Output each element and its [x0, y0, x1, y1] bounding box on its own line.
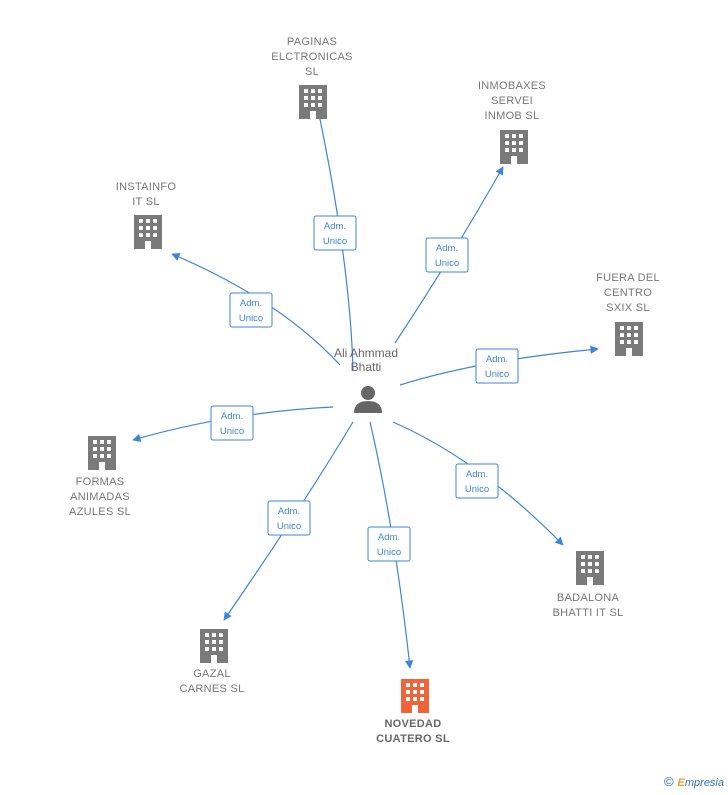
building-icon	[500, 130, 528, 164]
building-icon	[88, 436, 116, 470]
company-label-line: FORMAS	[76, 476, 125, 488]
company-node-formas[interactable]: FORMAS ANIMADAS AZULES SL	[69, 436, 131, 518]
role-box	[210, 405, 254, 441]
role-badge-fuera[interactable]: Adm. Unico	[475, 348, 519, 384]
copyright-symbol: ©	[663, 774, 674, 789]
person-name-line: Ali Ahmmad	[334, 346, 398, 360]
role-text: Unico	[220, 426, 244, 437]
building-icon	[200, 629, 228, 663]
role-badge-formas[interactable]: Adm. Unico	[210, 405, 254, 441]
company-label-line: ELCTRONICAS	[271, 51, 353, 63]
role-text: Adm.	[378, 532, 400, 543]
role-text: Adm.	[466, 469, 488, 480]
role-badge-inmobaxes[interactable]: Adm. Unico	[425, 237, 469, 273]
role-text: Unico	[277, 521, 301, 532]
company-label-line: INSTAINFO	[116, 181, 177, 193]
company-label-line: CUATERO SL	[376, 733, 450, 745]
building-icon	[401, 679, 429, 713]
role-text: Unico	[485, 369, 509, 380]
company-node-novedad[interactable]: NOVEDAD CUATERO SL	[376, 679, 450, 745]
company-node-instainfo[interactable]: INSTAINFO IT SL	[116, 181, 177, 249]
company-label-line: NOVEDAD	[384, 718, 441, 730]
company-label-line: SERVEI	[491, 95, 533, 107]
role-text: Adm.	[324, 221, 346, 232]
person-icon	[354, 386, 382, 413]
brand-name: mpresia	[684, 777, 724, 789]
role-box	[313, 215, 357, 251]
company-label-line: GAZAL	[193, 668, 231, 680]
role-text: Unico	[323, 236, 347, 247]
role-text: Adm.	[221, 411, 243, 422]
role-text: Unico	[239, 313, 263, 324]
role-box	[267, 500, 311, 536]
company-label-line: PAGINAS	[287, 36, 337, 48]
company-label-line: SL	[305, 66, 319, 78]
building-icon	[615, 322, 643, 356]
company-label-line: ANIMADAS	[70, 491, 130, 503]
building-icon	[134, 215, 162, 249]
role-text: Adm.	[486, 354, 508, 365]
company-node-badalona[interactable]: BADALONA BHATTI IT SL	[552, 551, 623, 619]
role-badge-gazal[interactable]: Adm. Unico	[267, 500, 311, 536]
person-name-line: Bhatti	[351, 360, 382, 374]
company-node-gazal[interactable]: GAZAL CARNES SL	[179, 629, 244, 695]
company-label-line: INMOBAXES	[478, 80, 546, 92]
company-label-line: CENTRO	[604, 287, 652, 299]
company-label-line: IT SL	[132, 196, 160, 208]
role-box	[475, 348, 519, 384]
role-box	[367, 526, 411, 562]
building-icon	[576, 551, 604, 585]
role-text: Adm.	[240, 298, 262, 309]
brand-initial: E	[677, 777, 685, 789]
role-badge-badalona[interactable]: Adm. Unico	[455, 463, 499, 499]
footer-brand: ©Empresia	[664, 774, 724, 789]
role-box	[425, 237, 469, 273]
role-box	[455, 463, 499, 499]
building-icon	[299, 85, 327, 119]
role-text: Unico	[465, 484, 489, 495]
role-badge-novedad[interactable]: Adm. Unico	[367, 526, 411, 562]
role-text: Unico	[435, 258, 459, 269]
company-label-line: SXIX SL	[606, 302, 650, 314]
company-node-inmobaxes[interactable]: INMOBAXES SERVEI INMOB SL	[478, 80, 546, 164]
role-text: Adm.	[278, 506, 300, 517]
role-badge-paginas[interactable]: Adm. Unico	[313, 215, 357, 251]
company-label-line: FUERA DEL	[596, 272, 660, 284]
role-badge-instainfo[interactable]: Adm. Unico	[229, 292, 273, 328]
company-label-line: BADALONA	[557, 592, 620, 604]
company-label-line: CARNES SL	[179, 683, 244, 695]
company-label-line: AZULES SL	[69, 506, 131, 518]
role-text: Adm.	[436, 243, 458, 254]
role-text: Unico	[377, 547, 401, 558]
company-node-paginas[interactable]: PAGINAS ELCTRONICAS SL	[271, 36, 353, 119]
company-node-fuera[interactable]: FUERA DEL CENTRO SXIX SL	[596, 272, 660, 356]
role-box	[229, 292, 273, 328]
company-label-line: INMOB SL	[485, 110, 540, 122]
company-label-line: BHATTI IT SL	[552, 607, 623, 619]
